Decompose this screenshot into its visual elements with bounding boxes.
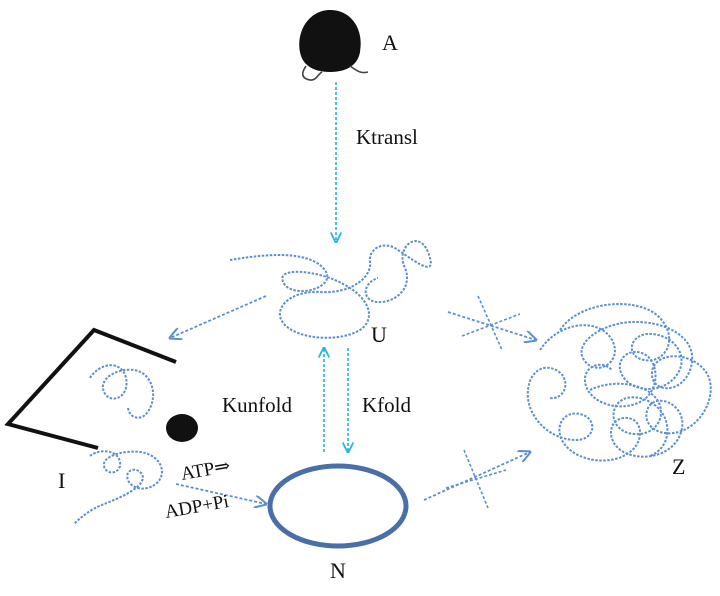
label-unfolded: U xyxy=(371,322,387,347)
label-ktransl: Ktransl xyxy=(356,125,418,149)
intermediate-chain xyxy=(73,450,163,525)
unfolded-chain xyxy=(229,240,432,339)
chaperone-cofactor xyxy=(166,414,198,442)
chaperone-chain xyxy=(89,364,155,419)
label-kfold: Kfold xyxy=(362,393,411,417)
label-adp: ADP+Pi xyxy=(163,491,230,523)
aggregate-tangle xyxy=(526,303,712,462)
label-atp: ATP⇒ xyxy=(179,456,232,485)
label-native: N xyxy=(330,558,346,583)
arrow-intermediate-to-native xyxy=(175,483,266,504)
ribosome-icon xyxy=(299,10,369,81)
chaperone-bracket xyxy=(4,327,177,450)
arrow-unfolded-to-aggregate xyxy=(447,311,536,340)
label-ribosome: A xyxy=(382,30,398,55)
arrow-unfolded-to-intermediate xyxy=(170,295,267,338)
label-kunfold: Kunfold xyxy=(222,393,292,417)
label-intermediate: I xyxy=(58,468,65,493)
block-cross-upper-b xyxy=(461,313,521,337)
native-ring xyxy=(267,463,409,549)
label-aggregate: Z xyxy=(672,454,685,479)
arrow-native-to-aggregate xyxy=(423,452,530,501)
block-cross-lower-b xyxy=(445,469,507,489)
